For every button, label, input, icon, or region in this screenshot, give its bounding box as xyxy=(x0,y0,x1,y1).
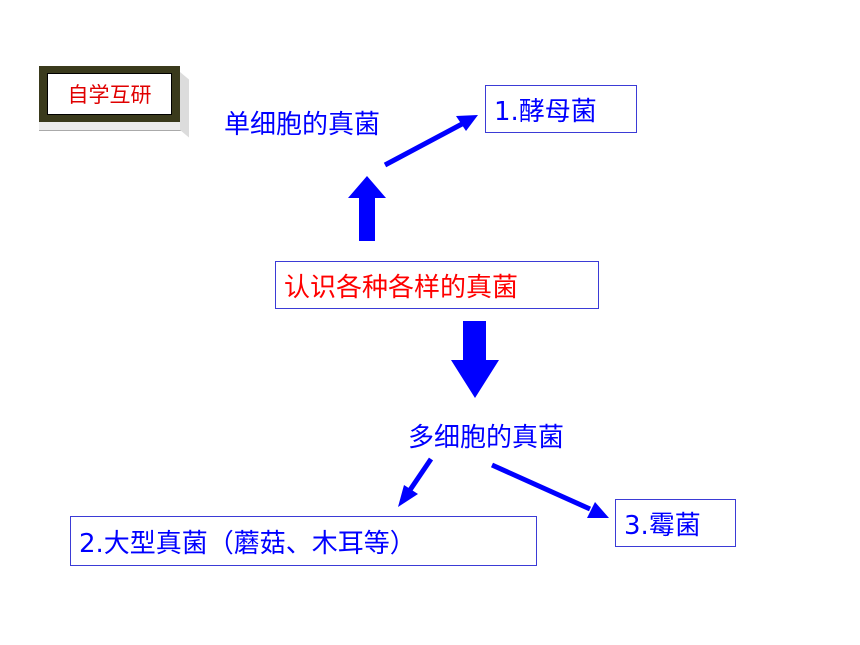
arrowhead-mold xyxy=(587,502,609,518)
large-fungi-box: 2.大型真菌（蘑菇、木耳等） xyxy=(70,516,537,566)
badge-frame: 自学互研 xyxy=(39,66,180,122)
arrow-multicellular-to-mold xyxy=(490,462,592,512)
center-topic-box: 认识各种各样的真菌 xyxy=(275,261,599,309)
arrowhead-yeast xyxy=(456,115,478,131)
badge-shadow-bottom xyxy=(39,122,189,131)
arrow-multicellular-to-large-fungi xyxy=(407,457,434,492)
mold-box: 3.霉菌 xyxy=(615,499,736,547)
arrow-down-to-multicellular xyxy=(451,321,499,398)
arrowhead-large-fungi xyxy=(398,485,418,507)
arrow-unicellular-to-yeast xyxy=(383,121,464,168)
yeast-box: 1.酵母菌 xyxy=(485,85,637,133)
mold-label: 3.霉菌 xyxy=(624,510,701,541)
large-fungi-label: 2.大型真菌（蘑菇、木耳等） xyxy=(79,528,416,559)
multicellular-fungi-label: 多细胞的真菌 xyxy=(408,423,565,453)
yeast-label: 1.酵母菌 xyxy=(494,96,597,127)
unicellular-fungi-label: 单细胞的真菌 xyxy=(224,110,381,140)
badge-label: 自学互研 xyxy=(47,73,172,115)
center-topic-label: 认识各种各样的真菌 xyxy=(284,272,519,303)
arrow-up-to-unicellular xyxy=(348,176,386,241)
